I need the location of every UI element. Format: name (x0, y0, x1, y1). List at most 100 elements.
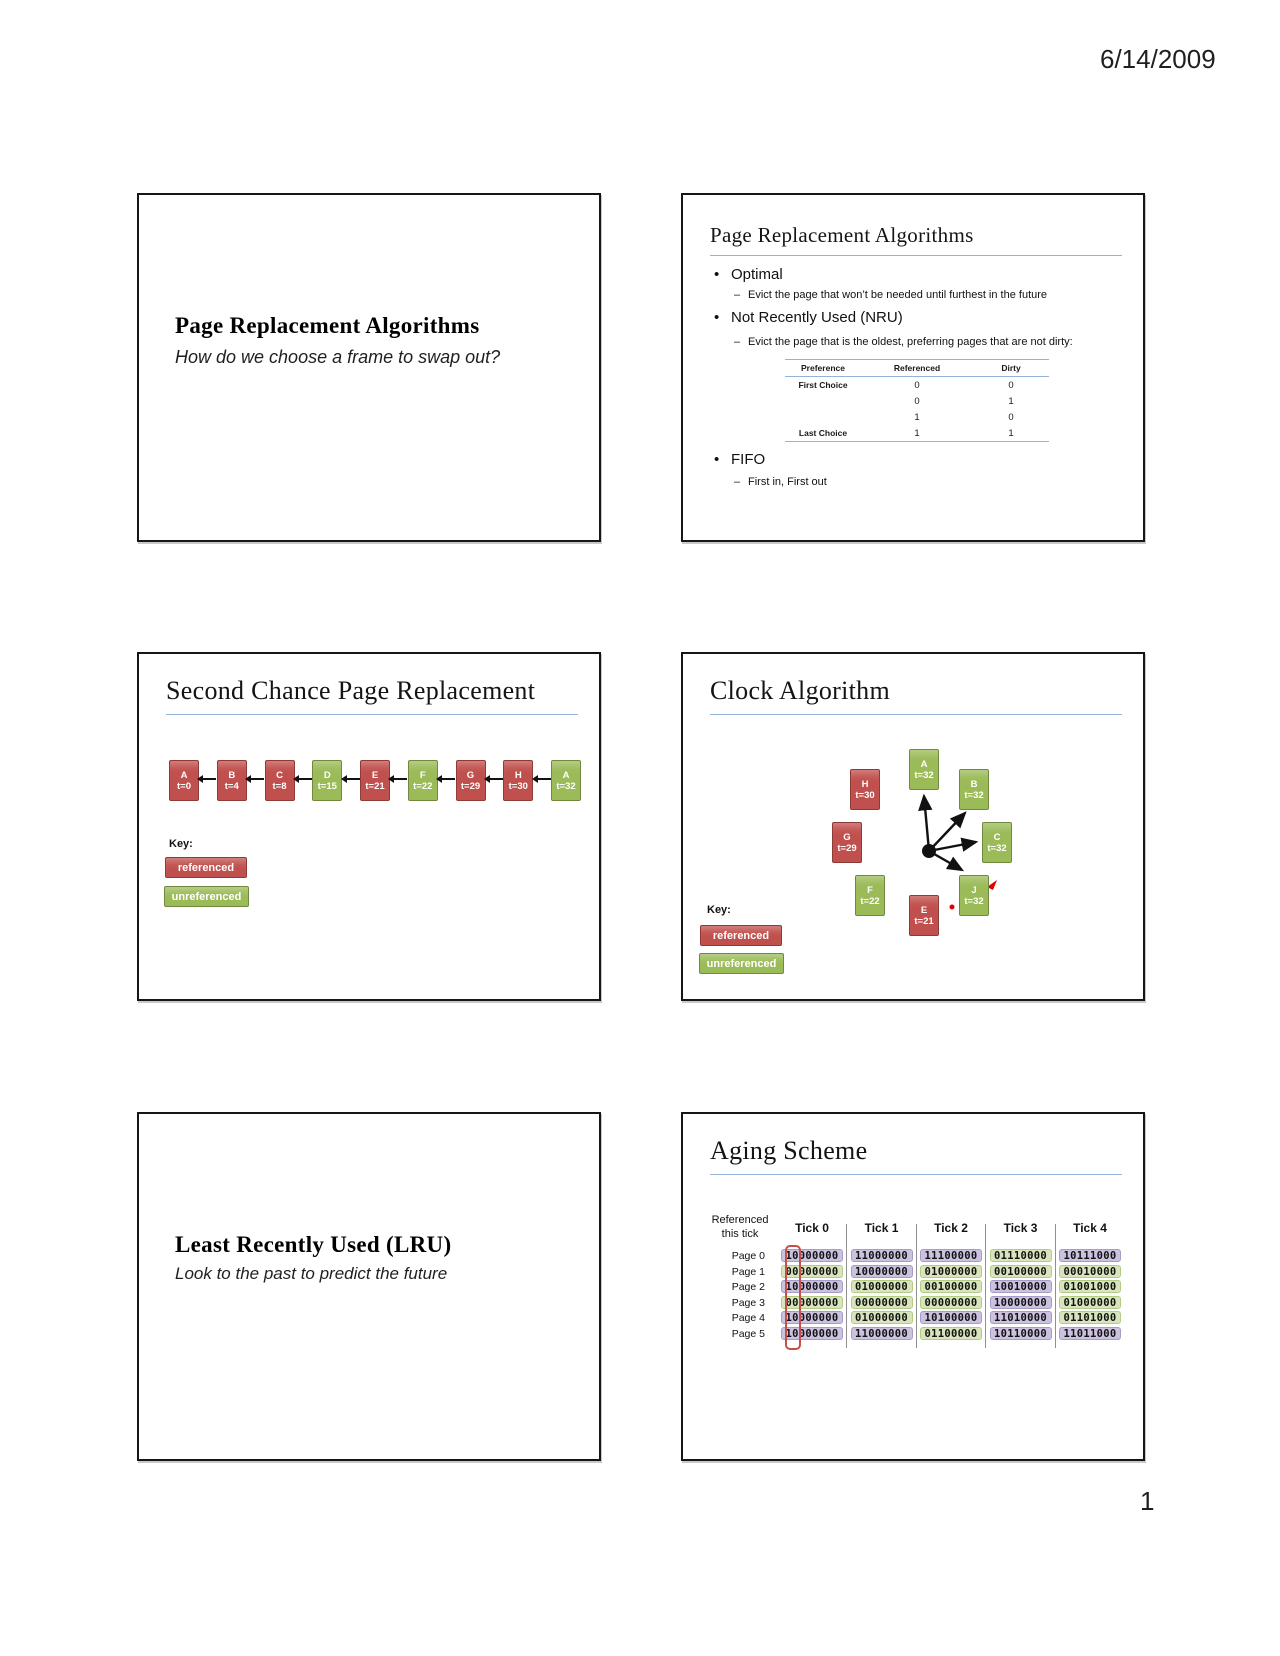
nru-table-header-row: Preference Referenced Dirty (785, 360, 1049, 377)
nru-cell: 1 (914, 411, 920, 423)
column-separator (1054, 1224, 1056, 1348)
frame-label: C (276, 769, 283, 781)
frame-label: H (514, 769, 522, 781)
slide-title: Second Chance Page Replacement (166, 676, 536, 705)
slide-6-aging-scheme: Aging Scheme Referenced this tick Tick 0… (681, 1112, 1145, 1461)
frame-label: F (867, 884, 873, 896)
arrow-left-icon (436, 775, 455, 783)
title-rule (710, 1174, 1122, 1175)
frame-label: D (323, 769, 331, 781)
aging-bits-cell: 01100000 (920, 1326, 982, 1340)
red-pointer-icon (987, 880, 997, 890)
frame-time: t=8 (272, 780, 287, 792)
arrow-left-icon (388, 775, 408, 783)
arrow-left-icon (340, 775, 360, 783)
handout-date: 6/14/2009 (1100, 44, 1216, 74)
arrow-left-icon (292, 775, 312, 783)
aging-bits-cell: 11100000 (920, 1249, 982, 1262)
tick-column-header: Tick 1 (864, 1221, 899, 1235)
nru-cell: Last Choice (798, 428, 848, 438)
slide-5-lru-title: Least Recently Used (LRU) Look to the pa… (137, 1112, 601, 1461)
aging-bits-cell: 10000000 (850, 1264, 913, 1278)
nru-cell: 0 (1008, 379, 1014, 391)
referenced-this-tick-line1: Referenced (711, 1214, 769, 1226)
page-row-label: Page 3 (731, 1296, 765, 1309)
frame-time: t=15 (317, 780, 337, 792)
slide-title: Aging Scheme (710, 1136, 868, 1165)
aging-bits-cell: 00100000 (989, 1264, 1052, 1278)
frame-time: t=29 (460, 780, 481, 792)
key-label: Key: (707, 904, 731, 916)
page-number: 1 (1140, 1486, 1155, 1516)
page-row-label: Page 0 (731, 1250, 765, 1262)
frame-time: t=32 (556, 780, 576, 792)
bullet-fifo: FIFO (714, 451, 765, 469)
bullet-nru: Not Recently Used (NRU) (714, 309, 903, 327)
key-unreferenced-swatch: unreferenced (164, 886, 249, 907)
slide-title: Page Replacement Algorithms (710, 223, 974, 247)
frame-label: F (419, 769, 426, 781)
nru-cell: 0 (1008, 411, 1014, 423)
aging-bits-cell: 10100000 (920, 1311, 982, 1324)
frame-label: G (843, 831, 851, 843)
aging-bits-cell: 00100000 (920, 1280, 982, 1293)
slide-1-title-slide: Page Replacement Algorithms How do we ch… (137, 193, 601, 542)
frame-time: t=0 (177, 780, 191, 792)
frame-label: H (861, 778, 869, 790)
slide-title: Page Replacement Algorithms (175, 313, 480, 338)
key-unreferenced-swatch: unreferenced (699, 953, 784, 974)
arrow-left-icon (531, 775, 551, 783)
column-separator (846, 1224, 847, 1348)
aging-bits-cell: 10000000 (989, 1295, 1052, 1309)
tick-column-header: Tick 0 (795, 1221, 829, 1235)
aging-bits-cell: 11010000 (989, 1311, 1052, 1324)
page-row-label: Page 4 (731, 1312, 765, 1324)
frame-label: E (371, 769, 379, 781)
nru-col-dirty: Dirty (1001, 363, 1021, 373)
nru-cell: 1 (914, 427, 920, 439)
key-label: Key: (169, 838, 193, 850)
aging-bits-cell: 00010000 (1059, 1264, 1121, 1278)
frame-time: t=30 (855, 789, 875, 801)
sub-bullet-nru: Evict the page that is the oldest, prefe… (734, 336, 1073, 349)
arrow-left-icon (483, 775, 503, 783)
nru-cell: 0 (914, 379, 920, 391)
referenced-this-tick-line2: this tick (721, 1228, 759, 1240)
slide-2-page-replacement-algorithms: Page Replacement Algorithms Optimal Evic… (681, 193, 1145, 542)
aging-bits-cell: 01000000 (850, 1311, 913, 1324)
frame-label: G (466, 769, 475, 781)
title-rule (710, 255, 1122, 256)
slide-subtitle: Look to the past to predict the future (175, 1264, 448, 1283)
arrow-left-icon (245, 775, 264, 783)
red-pointer-dot-icon (949, 904, 955, 910)
column-separator (985, 1224, 986, 1348)
tick-column-header: Tick 2 (934, 1221, 968, 1235)
aging-bits-cell: 01101000 (1059, 1311, 1121, 1324)
frame-time: t=21 (365, 780, 385, 792)
frame-time: t=4 (224, 780, 239, 792)
tick-column-header: Tick 3 (1003, 1221, 1038, 1235)
aging-bits-cell: 10000000 (781, 1249, 843, 1262)
sub-bullet-fifo: First in, First out (734, 476, 827, 489)
aging-bits-cell: 00000000 (781, 1295, 843, 1309)
aging-bits-cell: 11011000 (1059, 1326, 1121, 1340)
page-row-label: Page 5 (731, 1327, 765, 1340)
